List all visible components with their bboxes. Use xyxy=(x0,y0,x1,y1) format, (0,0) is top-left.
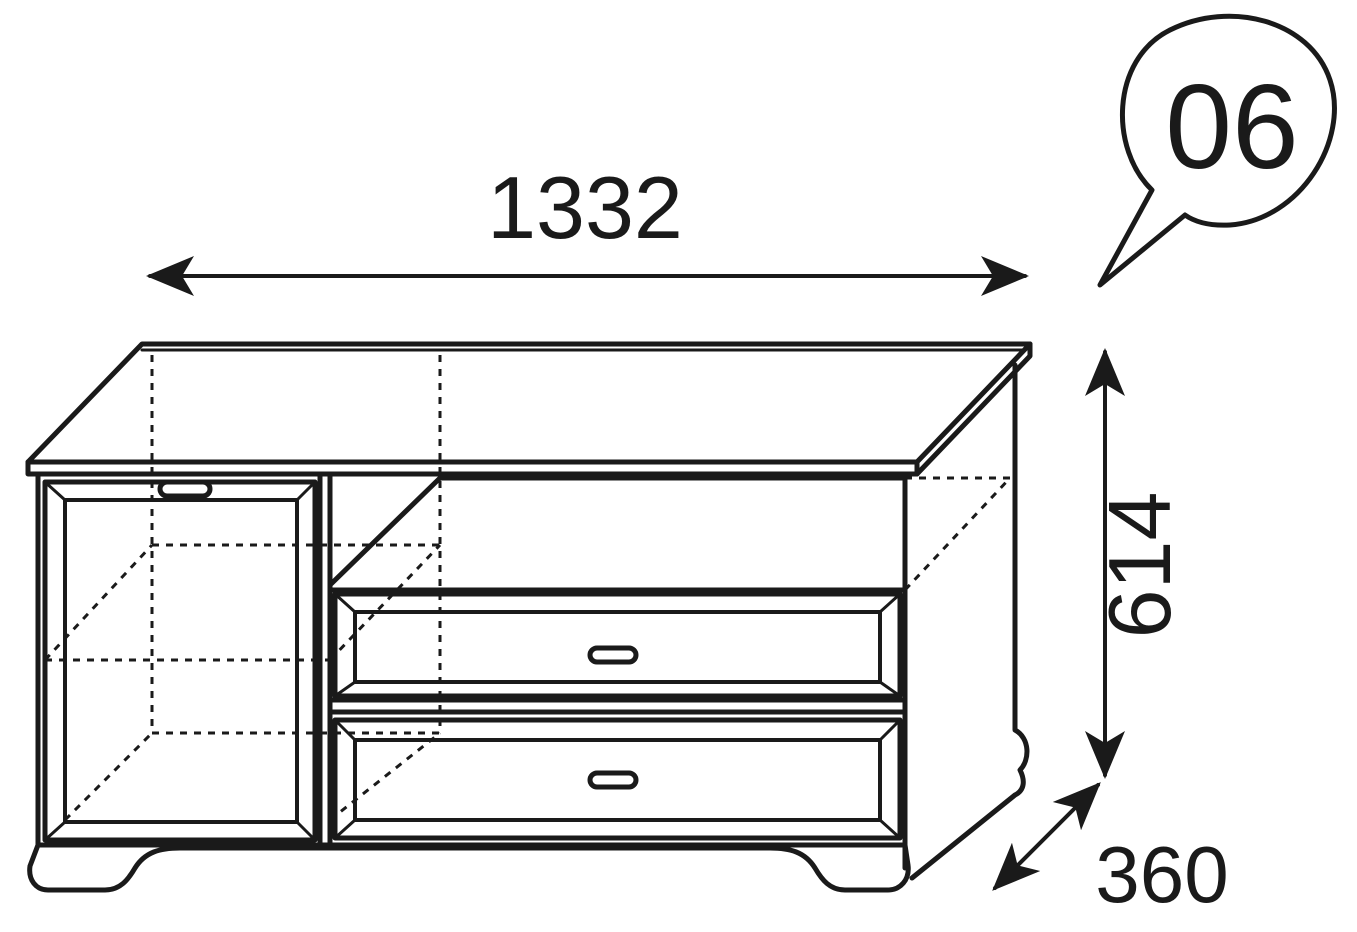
width-dimension: 1332 xyxy=(146,158,1029,296)
cabinet-door xyxy=(42,479,318,843)
cabinet-body xyxy=(35,471,908,848)
lower-drawer-handle xyxy=(587,770,639,790)
plinth xyxy=(27,842,911,893)
upper-drawer-handle xyxy=(587,645,639,665)
item-number-bubble: 06 xyxy=(1097,13,1337,288)
height-dimension: 614 xyxy=(1085,348,1189,779)
width-value: 1332 xyxy=(487,158,683,257)
shelf xyxy=(327,587,908,715)
tv-cabinet xyxy=(25,341,1033,893)
door-handle xyxy=(157,479,213,499)
lower-drawer xyxy=(332,717,903,841)
upper-drawer xyxy=(332,591,903,699)
depth-value: 360 xyxy=(1095,830,1228,919)
side-panel xyxy=(902,362,1030,881)
height-value: 614 xyxy=(1090,492,1189,639)
top-panel xyxy=(25,341,1033,477)
depth-dimension: 360 xyxy=(992,782,1229,919)
item-number-label: 06 xyxy=(1165,60,1298,194)
